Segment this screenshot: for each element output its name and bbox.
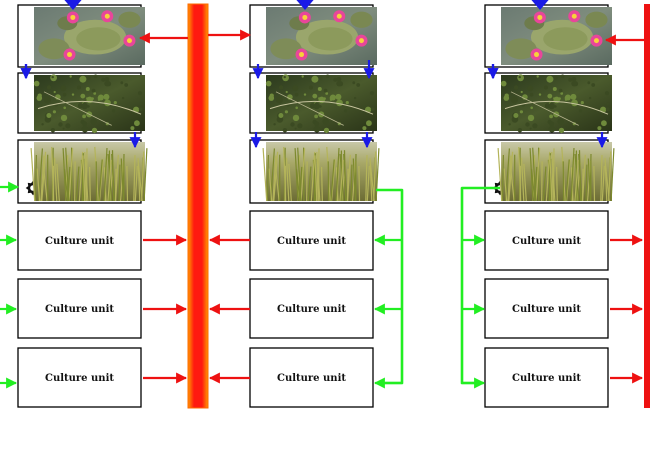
culture-unit-label: Culture unit <box>277 373 346 384</box>
culture-unit-box <box>249 210 374 271</box>
inflow-arrow <box>296 0 314 10</box>
culture-unit-box <box>17 278 142 339</box>
moss-photo <box>33 74 145 134</box>
header-pipe <box>187 3 209 409</box>
grass-photo <box>497 142 615 202</box>
grass-photo <box>262 142 380 202</box>
culture-unit-box <box>484 210 609 271</box>
water-lily-photo <box>266 7 377 65</box>
inflow-arrow <box>64 0 82 10</box>
culture-unit-label: Culture unit <box>45 304 114 315</box>
culture-unit-label: Culture unit <box>45 236 114 247</box>
culture-unit-box <box>17 210 142 271</box>
culture-unit-label: Culture unit <box>512 304 581 315</box>
culture-unit-box <box>17 347 142 408</box>
grass-photo <box>30 142 148 202</box>
green-return-line <box>376 188 404 385</box>
culture-unit-label: Culture unit <box>45 373 114 384</box>
culture-unit-box <box>249 278 374 339</box>
culture-unit-box <box>484 278 609 339</box>
water-lily-photo <box>501 7 612 65</box>
culture-unit-box <box>484 347 609 408</box>
moss-photo <box>500 74 612 134</box>
water-lily-photo <box>34 7 145 65</box>
inflow-arrow <box>531 0 549 10</box>
culture-unit-box <box>249 347 374 408</box>
culture-unit-label: Culture unit <box>512 236 581 247</box>
moss-photo <box>265 74 377 134</box>
header-pipe-right <box>644 4 650 408</box>
culture-unit-label: Culture unit <box>277 304 346 315</box>
culture-unit-label: Culture unit <box>512 373 581 384</box>
culture-unit-label: Culture unit <box>277 236 346 247</box>
